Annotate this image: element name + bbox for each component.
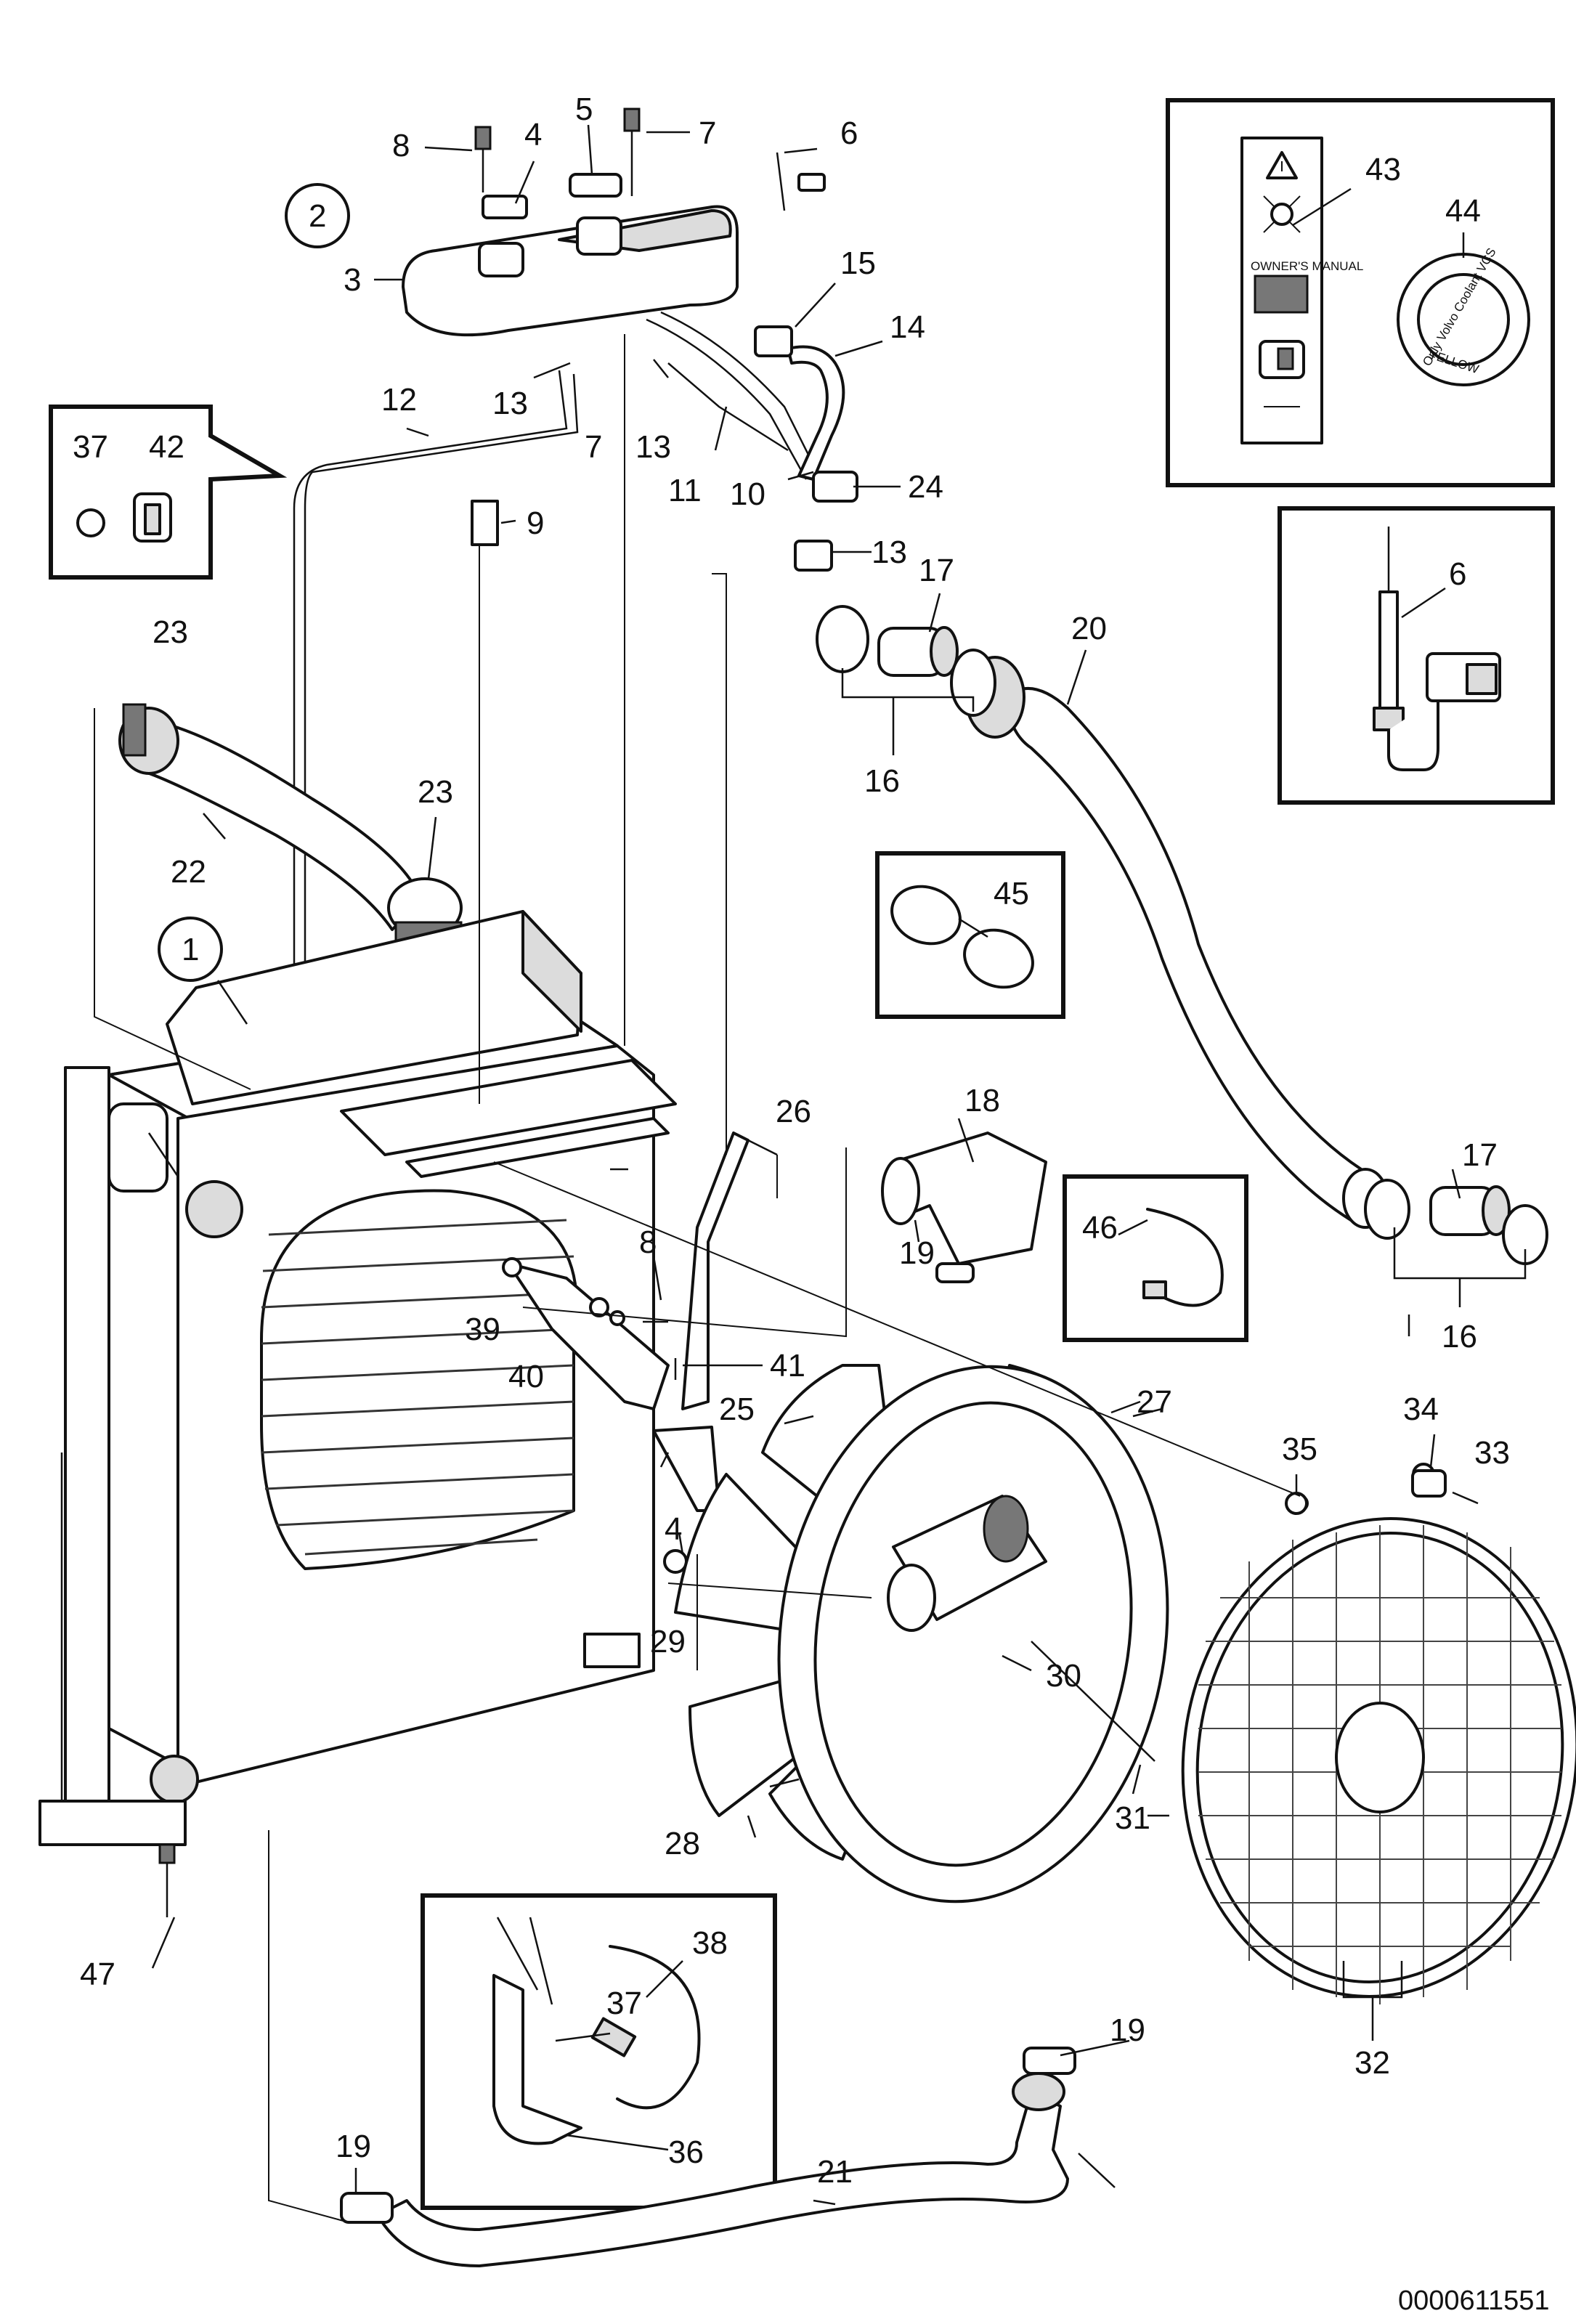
label-13-c: 13 [872, 535, 907, 570]
label-33: 33 [1474, 1435, 1510, 1471]
pipe-18 [881, 1131, 1047, 1283]
expansion-tank [402, 107, 739, 337]
label-14: 14 [890, 309, 925, 345]
label-3: 3 [344, 262, 361, 298]
label-11: 11 [668, 473, 702, 508]
radiator-core-grille [260, 1189, 578, 1570]
label-13-a: 13 [492, 386, 528, 421]
part-labels: 8 4 5 7 6 3 15 14 12 13 7 13 11 10 24 9 … [73, 92, 1510, 2190]
label-31: 31 [1115, 1800, 1150, 1836]
label-16-top: 16 [864, 763, 900, 799]
label-7-top: 7 [699, 115, 716, 151]
guide-lines [94, 334, 1301, 2223]
label-6: 6 [840, 115, 858, 151]
circled-label-1: 1 [182, 932, 199, 967]
label-37-inset: 37 [606, 1986, 642, 2021]
tubes [293, 311, 858, 1002]
inset-clamp-bracket [421, 1893, 777, 2210]
label-35: 35 [1282, 1431, 1317, 1467]
label-37-inset-left: 37 [73, 429, 108, 465]
upper-radiator-hose [118, 703, 463, 942]
label-19-left: 19 [336, 2129, 371, 2164]
label-18: 18 [964, 1083, 1000, 1118]
label-5: 5 [575, 92, 593, 127]
label-17-top: 17 [919, 553, 954, 588]
label-29: 29 [650, 1624, 686, 1659]
label-10: 10 [730, 476, 765, 512]
circled-label-2: 2 [309, 198, 326, 234]
label-21: 21 [817, 2154, 853, 2190]
label-7-mid: 7 [585, 429, 602, 465]
label-19-right: 19 [1110, 2012, 1145, 2048]
label-15: 15 [840, 245, 876, 281]
label-41: 41 [770, 1348, 805, 1384]
couplings-16-17 [816, 605, 1548, 1265]
label-23-left: 23 [153, 614, 188, 650]
label-19-mid: 19 [899, 1235, 935, 1271]
inset-decals: OWNER'S MANUAL Only Volvo Coolant VCS YE… [1166, 98, 1555, 487]
label-45: 45 [994, 876, 1029, 911]
label-4-mid: 4 [665, 1511, 682, 1547]
label-23-right: 23 [418, 774, 453, 810]
label-8: 8 [392, 128, 410, 163]
brackets [502, 1131, 750, 1574]
label-26: 26 [776, 1094, 811, 1129]
label-25: 25 [719, 1391, 755, 1427]
inset-temperature-sensor [1278, 506, 1555, 805]
reference-number: 0000611551 [1398, 2286, 1550, 2316]
label-42: 42 [149, 429, 184, 465]
label-9: 9 [527, 505, 544, 541]
label-38: 38 [692, 1925, 728, 1961]
label-39: 39 [465, 1312, 500, 1347]
label-27: 27 [1137, 1384, 1172, 1420]
label-4: 4 [524, 117, 542, 153]
circled-labels: 1 2 [158, 183, 350, 982]
inset-cable-tie [1063, 1174, 1248, 1342]
label-30: 30 [1046, 1658, 1081, 1694]
label-43: 43 [1365, 152, 1401, 187]
radiator [38, 910, 677, 1846]
leader-lines [147, 124, 1527, 2206]
label-22: 22 [171, 854, 206, 890]
label-44: 44 [1445, 193, 1481, 229]
label-17-right: 17 [1462, 1137, 1498, 1173]
label-20: 20 [1071, 611, 1107, 646]
label-34: 34 [1403, 1391, 1439, 1427]
label-8-mid: 8 [639, 1224, 657, 1260]
label-32: 32 [1354, 2045, 1390, 2081]
fan-guard [1181, 1463, 1576, 2004]
inset-clamp-detail [49, 405, 288, 580]
label-40: 40 [508, 1359, 544, 1394]
small-hardware [60, 1452, 1479, 1917]
label-36: 36 [668, 2134, 704, 2170]
label-12: 12 [381, 382, 417, 418]
lower-hose-21 [340, 2047, 1076, 2267]
temperature-sender [776, 152, 826, 211]
label-6-inset: 6 [1449, 556, 1466, 592]
label-16-right: 16 [1442, 1319, 1477, 1354]
fan-shroud [769, 1365, 1169, 1904]
label-47: 47 [80, 1957, 115, 1992]
label-13-b: 13 [635, 429, 671, 465]
inset-o-rings [875, 851, 1065, 1019]
label-46: 46 [1082, 1210, 1118, 1246]
label-24: 24 [908, 469, 943, 505]
decal-owners-manual-text: OWNER'S MANUAL [1251, 259, 1363, 273]
part-9 [471, 500, 499, 546]
label-28: 28 [665, 1826, 700, 1861]
